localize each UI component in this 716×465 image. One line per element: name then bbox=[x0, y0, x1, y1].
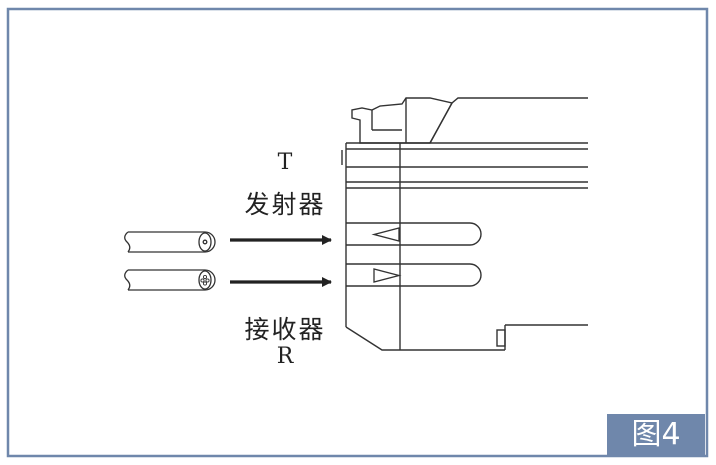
receiver-channel bbox=[346, 263, 482, 287]
receiver-name-label: 接收器 bbox=[244, 315, 326, 344]
transmitter-letter-label: T bbox=[277, 150, 293, 175]
cable-single-core-icon bbox=[124, 231, 216, 253]
cable-multi-core-icon bbox=[124, 269, 216, 291]
receiver-port-triangle bbox=[373, 268, 402, 283]
receiver-letter-label: R bbox=[276, 344, 294, 369]
transmitter-channel bbox=[346, 222, 482, 246]
figure-badge: 图4 bbox=[631, 417, 681, 452]
figure-badge-background bbox=[607, 414, 705, 456]
amplifier-body bbox=[341, 97, 588, 351]
port-channels bbox=[346, 222, 482, 287]
transmitter-port-triangle bbox=[371, 227, 400, 242]
transmitter-name-label: 发射器 bbox=[244, 190, 326, 219]
lever-switch bbox=[351, 97, 454, 144]
outer-frame bbox=[6, 7, 709, 458]
